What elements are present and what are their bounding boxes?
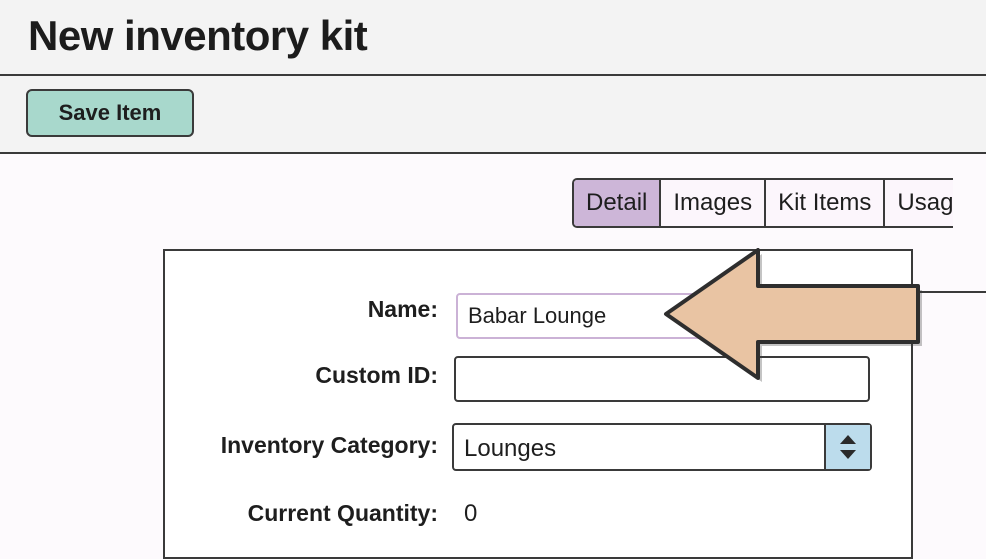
custom-id-label: Custom ID:: [315, 362, 438, 388]
custom-id-input[interactable]: [454, 356, 870, 402]
tab-images[interactable]: Images: [661, 180, 767, 226]
current-quantity-label: Current Quantity:: [247, 500, 438, 526]
page-title: New inventory kit: [28, 12, 368, 59]
toolbar: Save Item: [0, 76, 986, 154]
tab-usage[interactable]: Usag: [885, 180, 954, 226]
tab-bar: Detail Images Kit Items Usag: [572, 178, 954, 228]
tab-detail[interactable]: Detail: [574, 180, 662, 226]
save-item-button[interactable]: Save Item: [26, 89, 194, 137]
current-quantity-value: 0: [464, 500, 478, 527]
page-header: New inventory kit: [0, 0, 986, 76]
tab-kit-items[interactable]: Kit Items: [766, 180, 886, 226]
panel-divider: [913, 291, 986, 293]
name-label: Name:: [367, 296, 438, 322]
inventory-category-value: Lounges: [464, 435, 557, 462]
inventory-category-select[interactable]: Lounges: [452, 423, 872, 471]
up-down-arrows-icon[interactable]: [824, 425, 870, 469]
inventory-category-label: Inventory Category:: [220, 432, 438, 458]
left-arrow-icon: [664, 248, 922, 382]
